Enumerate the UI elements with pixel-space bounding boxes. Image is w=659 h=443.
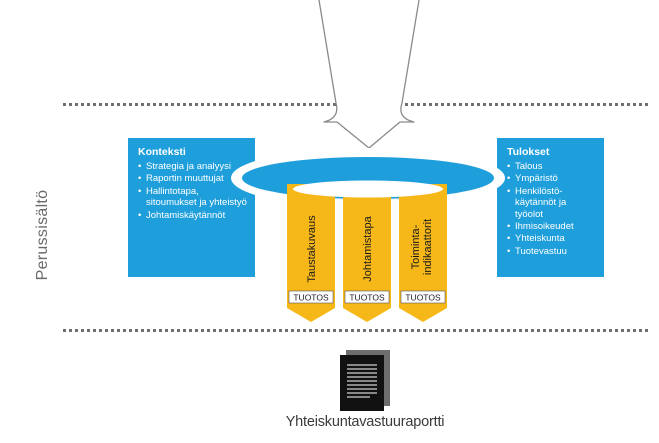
input-arrow: [318, 0, 420, 149]
results-item: Henkilöstö-käytännöt ja työolot: [507, 186, 596, 220]
pillar-3-output-box: [400, 290, 446, 304]
pillar-2-shape: [343, 184, 391, 322]
results-title: Tulokset: [507, 146, 550, 158]
results-item: Ympäristö: [507, 173, 596, 185]
report-caption: Yhteiskuntavastuuraportti: [285, 414, 445, 430]
pillar-2-output: TUOTOS: [349, 293, 385, 303]
pillar-1-shape: [287, 184, 335, 322]
pillar-1-label: Taustakuvaus: [306, 215, 318, 283]
context-item: Hallintotapa, sitoumukset ja yhteistyö: [138, 186, 247, 209]
pillar-3-output: TUOTOS: [405, 293, 441, 303]
results-item: Tuotevastuu: [507, 246, 596, 258]
pillar-3-shape: [399, 184, 447, 322]
pillar-3-label-line2: indikaattorit: [422, 219, 434, 275]
pillar-2: Johtamistapa TUOTOS: [343, 184, 391, 322]
context-box: Konteksti Strategia ja analyysi Raportin…: [128, 138, 255, 277]
report-document-icon: [340, 350, 390, 411]
pillar-1-output: TUOTOS: [293, 293, 329, 303]
pillar-2-output-box: [344, 290, 390, 304]
ring-hole: [293, 180, 443, 198]
context-item: Johtamiskäytännöt: [138, 210, 247, 222]
context-title: Konteksti: [138, 146, 186, 158]
pillar-1: Taustakuvaus TUOTOS: [287, 184, 335, 322]
pillar-2-label: Johtamistapa: [362, 215, 374, 281]
bottom-dotted-divider: [63, 329, 648, 332]
results-item: Yhteiskunta: [507, 233, 596, 245]
results-box: Tulokset Talous Ympäristö Henkilöstö-käy…: [497, 138, 604, 277]
pillar-3: Toiminta- indikaattorit TUOTOS: [399, 184, 447, 322]
pillar-1-output-box: [288, 290, 334, 304]
context-list: Strategia ja analyysi Raportin muuttujat…: [138, 161, 247, 221]
pillar-3-label-line1: Toiminta-: [410, 224, 422, 269]
context-item: Raportin muuttujat: [138, 173, 247, 185]
results-item: Talous: [507, 161, 596, 173]
context-item: Strategia ja analyysi: [138, 161, 247, 173]
results-list: Talous Ympäristö Henkilöstö-käytännöt ja…: [507, 161, 596, 258]
results-item: Ihmisoikeudet: [507, 221, 596, 233]
